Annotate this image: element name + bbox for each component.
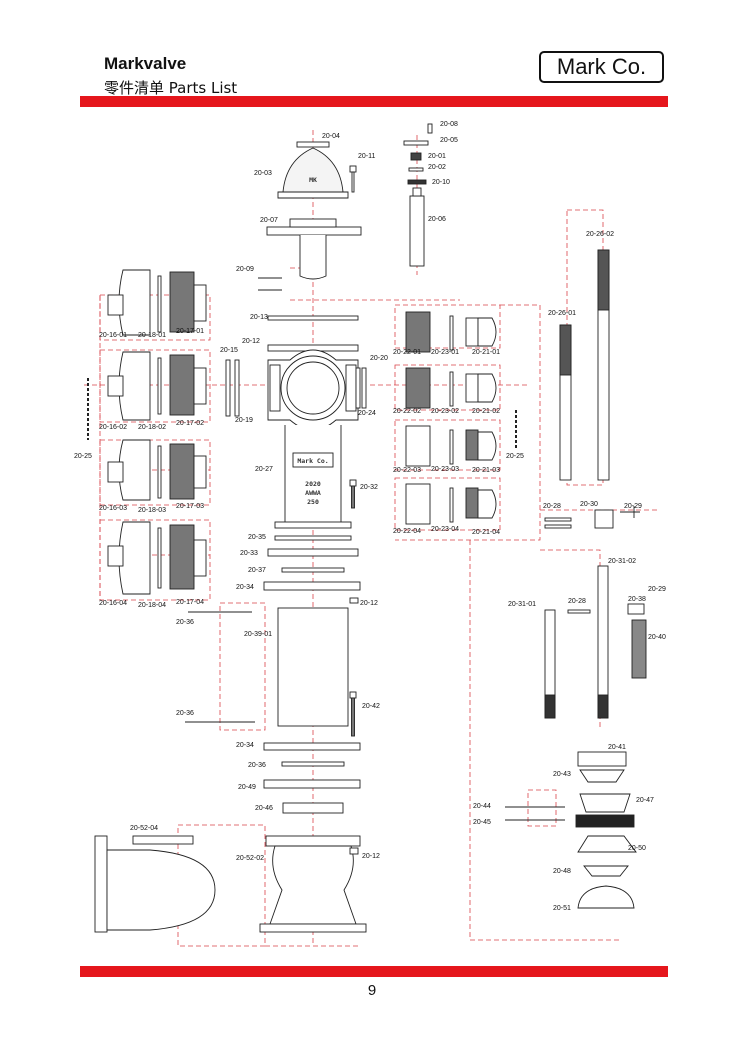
- part-label: 20-22-03: [393, 467, 421, 474]
- body-mark-line-1: 2020: [305, 480, 321, 488]
- part-label: 20-23-01: [431, 349, 459, 356]
- part-label: 20-17-03: [176, 503, 204, 510]
- part-label: 20-42: [362, 703, 380, 710]
- part-label: 20-23-03: [431, 466, 459, 473]
- part-label: 20-52-02: [236, 855, 264, 862]
- part-label: 20-36: [176, 619, 194, 626]
- part-label: 20-05: [440, 137, 458, 144]
- part-label: 20-45: [473, 819, 491, 826]
- body-mark: Mark Co.: [297, 457, 328, 465]
- part-label: 20-48: [553, 868, 571, 875]
- part-label: 20-17-01: [176, 328, 204, 335]
- part-label: 20-29: [624, 503, 642, 510]
- part-label: 20-37: [248, 567, 266, 574]
- part-drawings: [87, 123, 647, 933]
- part-label: 20-25: [74, 453, 92, 460]
- part-label: 20-21-02: [472, 408, 500, 415]
- part-label: 20-50: [628, 845, 646, 852]
- part-label: 20-30: [580, 501, 598, 508]
- part-label: 20-23-04: [431, 526, 459, 533]
- part-label: 20-24: [358, 410, 376, 417]
- part-label: 20-18-03: [138, 507, 166, 514]
- part-label: 20-21-01: [472, 349, 500, 356]
- part-label: 20-21-03: [472, 467, 500, 474]
- part-label: 20-12: [362, 853, 380, 860]
- part-label: 20-38: [628, 596, 646, 603]
- bonnet-mark: MK: [309, 176, 317, 184]
- part-label: 20-47: [636, 797, 654, 804]
- part-label: 20-26-01: [548, 310, 576, 317]
- part-label: 20-09: [236, 266, 254, 273]
- part-label: 20-52-04: [130, 825, 158, 832]
- part-label: 20-12: [242, 338, 260, 345]
- part-label: 20-35: [248, 534, 266, 541]
- part-label: 20-16-01: [99, 332, 127, 339]
- part-label: 20-22-01: [393, 349, 421, 356]
- part-label: 20-22-04: [393, 528, 421, 535]
- part-label: 20-20: [370, 355, 388, 362]
- part-label: 20-07: [260, 217, 278, 224]
- company-logo: Mark Co.: [539, 51, 664, 83]
- part-label: 20-28: [568, 598, 586, 605]
- page-number: 9: [367, 982, 377, 999]
- part-label: 20-18-04: [138, 602, 166, 609]
- part-label: 20-19: [235, 417, 253, 424]
- body-mark-line-2: AWWA: [305, 489, 321, 497]
- part-label: 20-23-02: [431, 408, 459, 415]
- part-label: 20-13: [250, 314, 268, 321]
- part-label: 20-16-04: [99, 600, 127, 607]
- part-label: 20-17-04: [176, 599, 204, 606]
- part-label: 20-04: [322, 133, 340, 140]
- footer-divider: [80, 966, 668, 977]
- part-label: 20-44: [473, 803, 491, 810]
- part-label: 20-16-03: [99, 505, 127, 512]
- part-label: 20-15: [220, 347, 238, 354]
- part-label: 20-29: [648, 586, 666, 593]
- part-label: 20-32: [360, 484, 378, 491]
- part-label: 20-03: [254, 170, 272, 177]
- part-label: 20-36: [248, 762, 266, 769]
- part-label: 20-31-01: [508, 601, 536, 608]
- part-label: 20-02: [428, 164, 446, 171]
- part-label: 20-46: [255, 805, 273, 812]
- brand-title: Markvalve: [104, 54, 187, 73]
- part-label: 20-33: [240, 550, 258, 557]
- part-label: 20-28: [543, 503, 561, 510]
- part-label: 20-01: [428, 153, 446, 160]
- part-label: 20-51: [553, 905, 571, 912]
- part-label: 20-34: [236, 742, 254, 749]
- body-mark-line-3: 250: [307, 498, 319, 506]
- part-label: 20-31-02: [608, 558, 636, 565]
- part-label: 20-22-02: [393, 408, 421, 415]
- part-label: 20-16-02: [99, 424, 127, 431]
- casting-marks: MK Mark Co. 2020 AWWA 250: [297, 176, 328, 506]
- part-label: 20-41: [608, 744, 626, 751]
- part-label: 20-12: [360, 600, 378, 607]
- part-label: 20-49: [238, 784, 256, 791]
- header-divider: [80, 96, 668, 107]
- part-label: 20-21-04: [472, 529, 500, 536]
- page-subtitle: 零件清单 Parts List: [104, 79, 238, 97]
- part-labels: 20-04 20-11 20-03 20-08 20-05 20-01 20-0…: [74, 121, 666, 912]
- part-label: 20-18-02: [138, 424, 166, 431]
- part-label: 20-34: [236, 584, 254, 591]
- part-label: 20-43: [553, 771, 571, 778]
- part-label: 20-10: [432, 179, 450, 186]
- part-label: 20-26-02: [586, 231, 614, 238]
- part-label: 20-39-01: [244, 631, 272, 638]
- part-label: 20-11: [358, 153, 375, 160]
- part-label: 20-08: [440, 121, 458, 128]
- part-label: 20-36: [176, 710, 194, 717]
- part-label: 20-40: [648, 634, 666, 641]
- part-label: 20-25: [506, 453, 524, 460]
- part-label: 20-27: [255, 466, 273, 473]
- part-label: 20-06: [428, 216, 446, 223]
- part-label: 20-17-02: [176, 420, 204, 427]
- part-label: 20-18-01: [138, 332, 166, 339]
